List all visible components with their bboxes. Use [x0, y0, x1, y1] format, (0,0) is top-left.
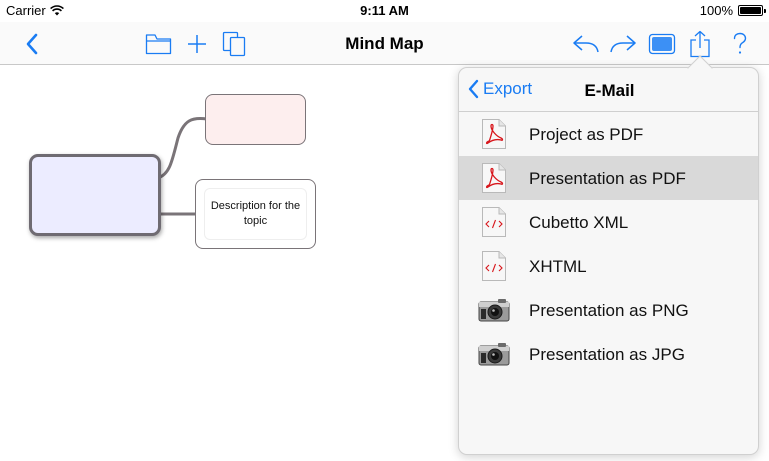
export-presentation-pdf[interactable]: Presentation as PDF — [459, 156, 758, 200]
description-topic-node[interactable]: Description for the topic — [195, 179, 316, 249]
status-right: 100% — [699, 3, 766, 18]
popover-title: E-Mail — [584, 81, 635, 100]
open-folder-button[interactable] — [143, 30, 173, 58]
nav-bar: Mind Map — [0, 22, 769, 65]
chevron-left-icon — [26, 33, 38, 55]
camera-icon — [478, 294, 510, 326]
subtopic-node[interactable] — [205, 94, 306, 145]
status-time: 9:11 AM — [360, 3, 409, 18]
share-button[interactable] — [685, 30, 715, 58]
carrier-label: Carrier — [6, 3, 46, 18]
battery-icon — [738, 5, 766, 16]
export-options-list: Project as PDF Presentation as PDF Cub — [459, 112, 758, 376]
export-item-label: Presentation as JPG — [529, 345, 685, 364]
export-item-label: Presentation as PNG — [529, 301, 689, 320]
export-project-pdf[interactable]: Project as PDF — [459, 112, 758, 156]
main-topic-node[interactable] — [29, 154, 161, 236]
presentation-button[interactable] — [647, 30, 677, 58]
chevron-left-icon — [468, 79, 479, 99]
mind-map-canvas[interactable]: Description for the topic — [0, 66, 769, 461]
export-item-label: Cubetto XML — [529, 213, 629, 232]
popover-header: Export E-Mail — [459, 68, 758, 112]
xml-file-icon — [478, 206, 510, 238]
export-presentation-png[interactable]: Presentation as PNG — [459, 288, 758, 332]
pdf-file-icon — [478, 118, 510, 150]
undo-button[interactable] — [571, 30, 601, 58]
share-icon — [690, 30, 710, 58]
wifi-icon — [49, 5, 64, 16]
topic-connectors — [156, 117, 209, 216]
duplicate-icon — [222, 31, 246, 57]
battery-fill — [740, 7, 761, 14]
status-bar: Carrier 9:11 AM 100% — [0, 0, 769, 22]
plus-icon — [188, 35, 206, 53]
export-popover: Export E-Mail Project as PDF — [458, 67, 759, 455]
undo-icon — [573, 35, 599, 53]
export-presentation-jpg[interactable]: Presentation as JPG — [459, 332, 758, 376]
topic-description-text: Description for the topic — [204, 188, 307, 240]
back-button[interactable] — [17, 30, 47, 58]
add-button[interactable] — [182, 30, 212, 58]
redo-icon — [610, 35, 636, 53]
redo-button[interactable] — [608, 30, 638, 58]
xml-file-icon — [478, 250, 510, 282]
export-cubetto-xml[interactable]: Cubetto XML — [459, 200, 758, 244]
export-xhtml[interactable]: XHTML — [459, 244, 758, 288]
help-icon — [733, 32, 747, 54]
export-item-label: Project as PDF — [529, 125, 644, 144]
folder-icon — [145, 34, 171, 55]
export-back-button[interactable]: Export — [467, 79, 532, 99]
export-back-label: Export — [483, 79, 533, 98]
status-left: Carrier — [6, 3, 64, 18]
duplicate-button[interactable] — [219, 30, 249, 58]
export-item-label: Presentation as PDF — [529, 169, 686, 188]
help-button[interactable] — [725, 30, 755, 58]
export-item-label: XHTML — [529, 257, 587, 276]
pdf-file-icon — [478, 162, 510, 194]
battery-percent: 100% — [699, 3, 733, 18]
camera-icon — [478, 338, 510, 370]
presentation-icon — [648, 33, 676, 55]
